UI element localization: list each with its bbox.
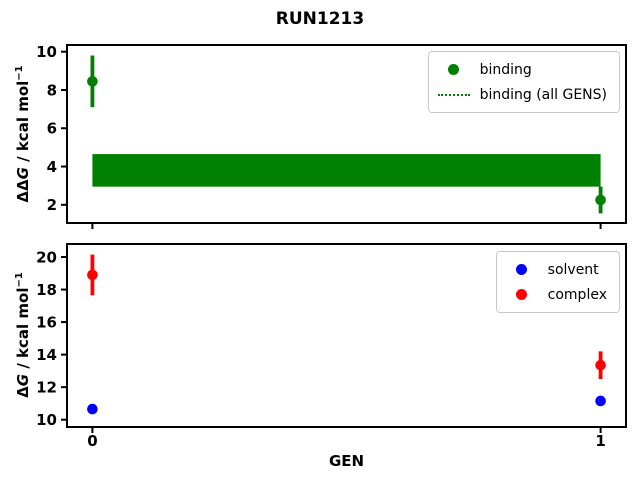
green-dot-icon xyxy=(437,64,471,75)
legend-entry-complex: complex xyxy=(505,282,607,307)
y-tick-label: 10 xyxy=(36,411,57,429)
y-tick-label: 10 xyxy=(36,43,57,61)
band-binding-all-gens- xyxy=(92,154,601,187)
point-complex-gen1 xyxy=(595,359,606,371)
legend-entry-solvent: solvent xyxy=(505,257,607,282)
y-tick-label: 4 xyxy=(47,158,57,176)
red-dot-icon xyxy=(505,289,539,300)
legend-label: complex xyxy=(547,286,607,303)
bottom-y-axis-label: ΔG / kcal mol−1 xyxy=(14,272,32,398)
legend-entry-binding-all-gens: binding (all GENS) xyxy=(437,82,607,107)
figure-title: RUN1213 xyxy=(275,9,365,29)
y-tick-label: 18 xyxy=(36,281,57,299)
top-legend: binding binding (all GENS) xyxy=(427,51,620,113)
blue-dot-icon xyxy=(505,264,539,275)
y-tick-label: 6 xyxy=(47,120,57,138)
point-complex-gen0 xyxy=(87,269,98,281)
y-tick-label: 12 xyxy=(36,379,57,397)
y-tick-label: 14 xyxy=(36,346,57,364)
point-binding-gen1 xyxy=(595,194,606,206)
x-tick-label: 0 xyxy=(87,432,97,450)
legend-label: binding (all GENS) xyxy=(479,86,607,103)
green-dotted-line-icon xyxy=(437,93,471,96)
y-tick-label: 2 xyxy=(47,196,57,214)
point-binding-gen0 xyxy=(87,76,98,87)
legend-entry-binding: binding xyxy=(437,57,607,82)
y-tick-label: 20 xyxy=(36,248,57,266)
point-solvent-gen0 xyxy=(87,403,98,415)
x-tick-label: 1 xyxy=(595,432,605,450)
bottom-legend: solvent complex xyxy=(495,251,620,313)
point-solvent-gen1 xyxy=(595,395,606,407)
y-tick-label: 8 xyxy=(47,81,57,99)
axes-frame-1 xyxy=(66,243,627,428)
y-tick-label: 16 xyxy=(36,313,57,331)
top-y-axis-label: ΔΔG / kcal mol−1 xyxy=(14,65,32,203)
x-axis-label: GEN xyxy=(329,452,364,470)
axes-frame-0 xyxy=(66,44,627,224)
legend-label: solvent xyxy=(547,261,599,278)
legend-label: binding xyxy=(479,61,532,78)
